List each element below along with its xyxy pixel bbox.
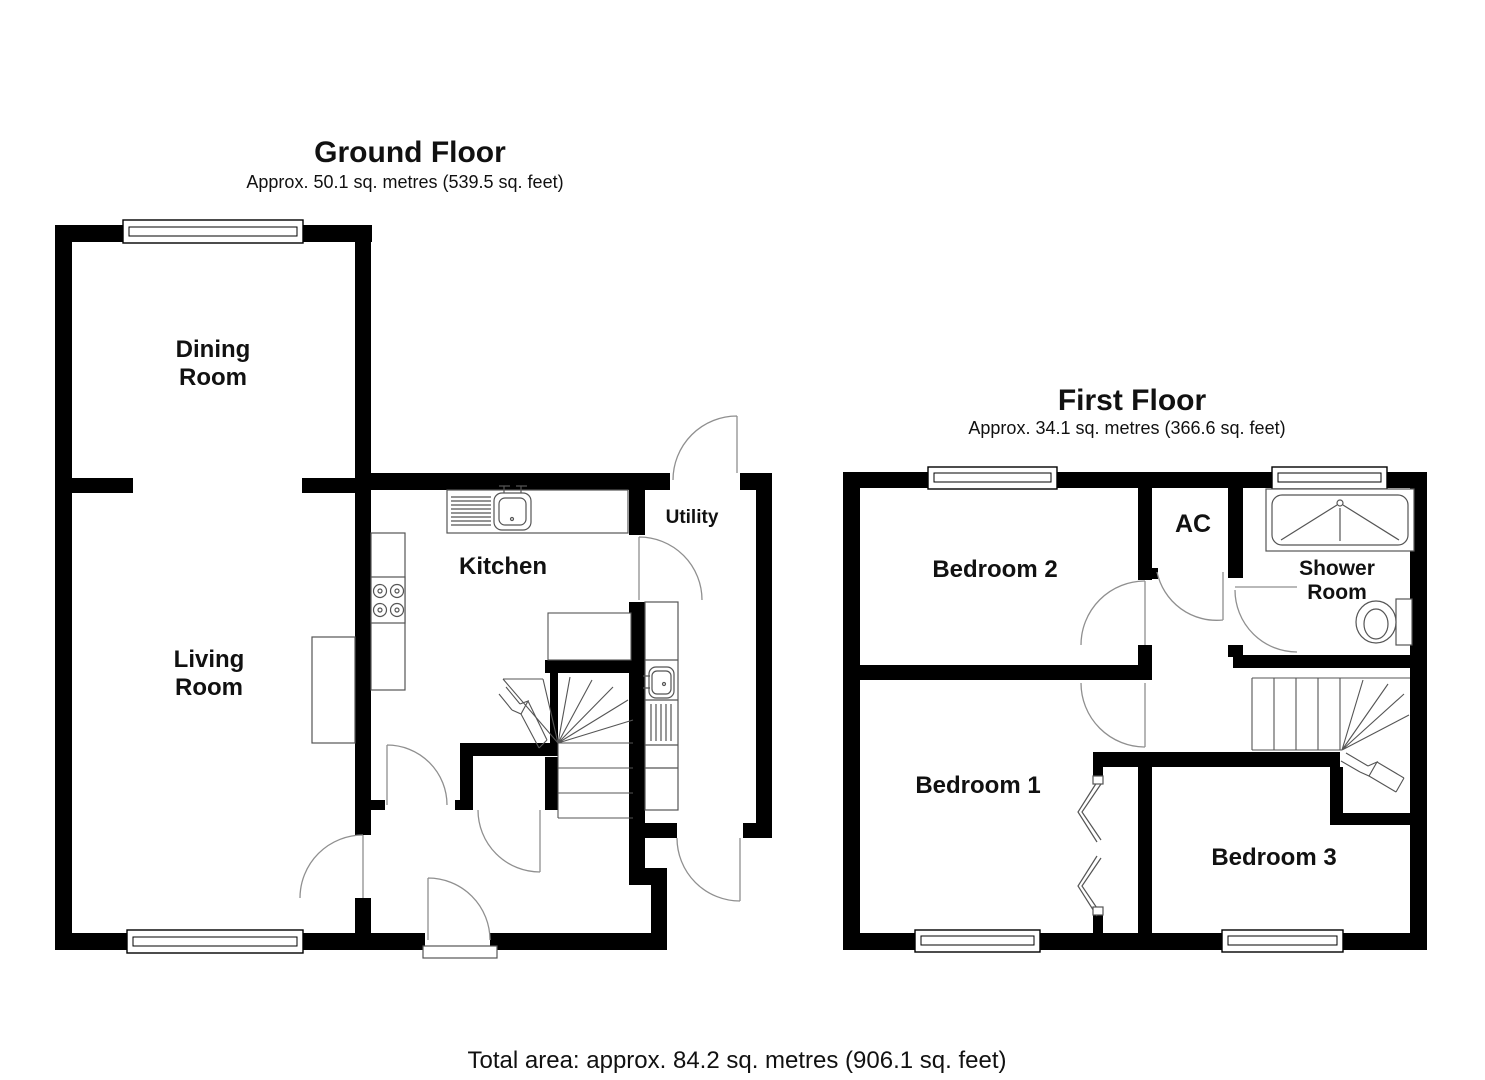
dining-room-label-line1: Dining [176, 336, 251, 363]
kitchen-counter-top [446, 489, 629, 534]
shower-room-door [1234, 586, 1298, 653]
bedroom1-wardrobe-bifold-doors [1077, 775, 1104, 917]
ground-floor-room-labels: Dining Room Living Room Kitchen Utility [174, 336, 719, 701]
first-floor-stairs-direction-arrow [1340, 752, 1405, 793]
first-floor-title: First Floor [1058, 384, 1207, 417]
airing-cupboard-label: AC [1175, 510, 1211, 538]
shower-room-label-line2: Room [1307, 581, 1367, 604]
utility-sink [643, 666, 675, 699]
airing-cupboard-door [1156, 571, 1224, 621]
bedroom1-label: Bedroom 1 [915, 772, 1040, 799]
bedroom2-label: Bedroom 2 [932, 556, 1057, 583]
dining-room-label-line2: Room [179, 364, 247, 391]
first-floor-subtitle: Approx. 34.1 sq. metres (366.6 sq. feet) [968, 418, 1285, 438]
shower-tray [1265, 488, 1415, 552]
bedroom2-window [927, 466, 1058, 490]
first-floor-plan: First Floor Approx. 34.1 sq. metres (366… [843, 384, 1427, 953]
living-room-window [126, 929, 304, 954]
kitchen-sink [493, 485, 532, 531]
ground-floor-plan: Ground Floor Approx. 50.1 sq. metres (53… [55, 136, 772, 959]
shower-room-label-line1: Shower [1299, 557, 1375, 580]
ground-floor-title: Ground Floor [314, 136, 506, 169]
first-floor-room-labels: Bedroom 2 AC Shower Room Bedroom 1 Bedro… [915, 510, 1375, 871]
ground-floor-titles: Ground Floor Approx. 50.1 sq. metres (53… [246, 136, 563, 192]
front-entrance-door [422, 877, 498, 959]
ground-stairs-direction-arrow [498, 686, 548, 749]
ground-floor-subtitle: Approx. 50.1 sq. metres (539.5 sq. feet) [246, 172, 563, 192]
dining-room-window [122, 219, 304, 244]
toilet [1355, 598, 1413, 646]
bedroom2-door [1080, 580, 1146, 646]
first-floor-titles: First Floor Approx. 34.1 sq. metres (366… [968, 384, 1285, 438]
utility-exterior-door-bottom [676, 837, 741, 902]
ground-floor-walls [55, 225, 772, 950]
inner-hall-door [386, 744, 448, 806]
living-room-label-line1: Living [174, 646, 245, 673]
bedroom1-window [914, 929, 1041, 953]
utility-label: Utility [666, 507, 719, 528]
ground-stairs [498, 612, 634, 819]
understairs-cupboard-door [477, 809, 541, 873]
utility-counter [644, 601, 679, 811]
utility-exterior-door-top [672, 415, 738, 481]
bedroom3-window [1221, 929, 1344, 953]
kitchen-hob [370, 576, 406, 624]
fireplace [311, 636, 356, 744]
first-floor-stairs [1251, 677, 1410, 793]
kitchen-label: Kitchen [459, 553, 547, 580]
kitchen-utility-door [638, 536, 703, 601]
bedroom3-label: Bedroom 3 [1211, 844, 1336, 871]
bedroom1-door [1080, 682, 1146, 748]
total-area-text: Total area: approx. 84.2 sq. metres (906… [468, 1047, 1007, 1074]
shower-room-window [1271, 466, 1388, 490]
living-room-door [299, 834, 364, 899]
living-room-label-line2: Room [175, 674, 243, 701]
